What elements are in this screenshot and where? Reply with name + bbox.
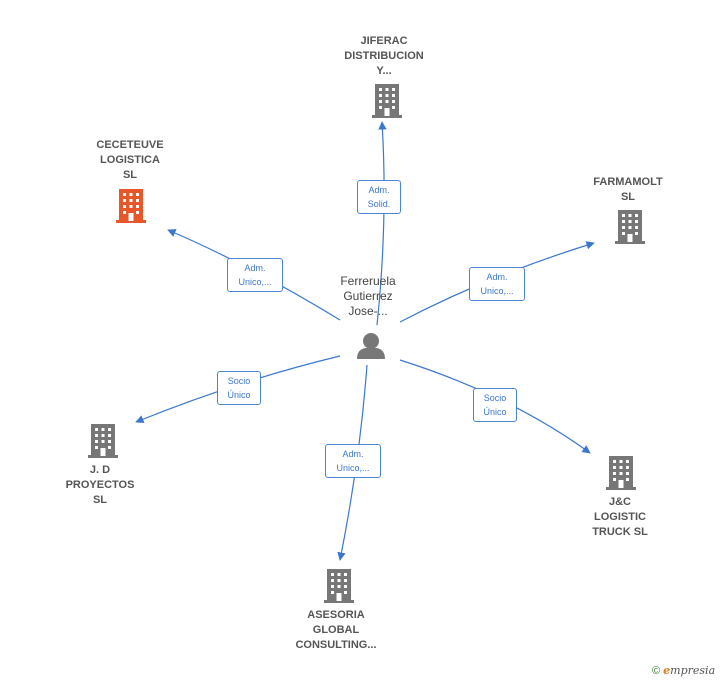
node-label-jiferac[interactable]: JIFERAC DISTRIBUCION Y... [344, 35, 424, 77]
edge-badge-ceceteuve[interactable]: Adm. Unico,... [227, 258, 283, 292]
node-label-asesoria[interactable]: ASESORIA GLOBAL CONSULTING... [295, 609, 377, 651]
edge-badge-jd[interactable]: Socio Único [217, 371, 261, 405]
edge-badge-farmamolt[interactable]: Adm. Unico,... [469, 267, 525, 301]
building-icon-jd[interactable] [88, 424, 118, 458]
edge-badge-jiferac[interactable]: Adm. Solid. [357, 180, 401, 214]
building-icon-jiferac[interactable] [372, 84, 402, 118]
building-icon-ceceteuve[interactable] [116, 189, 146, 223]
building-icon-asesoria[interactable] [324, 569, 354, 603]
node-label-farmamolt[interactable]: FARMAMOLT SL [593, 176, 663, 203]
node-label-jd[interactable]: J. D PROYECTOS SL [65, 464, 135, 506]
edge-badge-asesoria[interactable]: Adm. Unico,... [325, 444, 381, 478]
edge-badge-jc[interactable]: Socio Único [473, 388, 517, 422]
building-icon-farmamolt[interactable] [615, 210, 645, 244]
edge-jiferac [376, 121, 387, 326]
center-person-label[interactable]: Ferreruela Gutierrez Jose-... [340, 274, 396, 318]
copyright-symbol: © [652, 665, 661, 677]
brand-logo: empresia [663, 664, 716, 677]
building-icon-jc[interactable] [606, 456, 636, 490]
node-label-ceceteuve[interactable]: CECETEUVE LOGISTICA SL [96, 139, 164, 181]
node-label-jc[interactable]: J&C LOGISTIC TRUCK SL [592, 496, 648, 538]
footer-brand: © empresia [652, 664, 715, 677]
person-icon[interactable] [357, 333, 385, 359]
